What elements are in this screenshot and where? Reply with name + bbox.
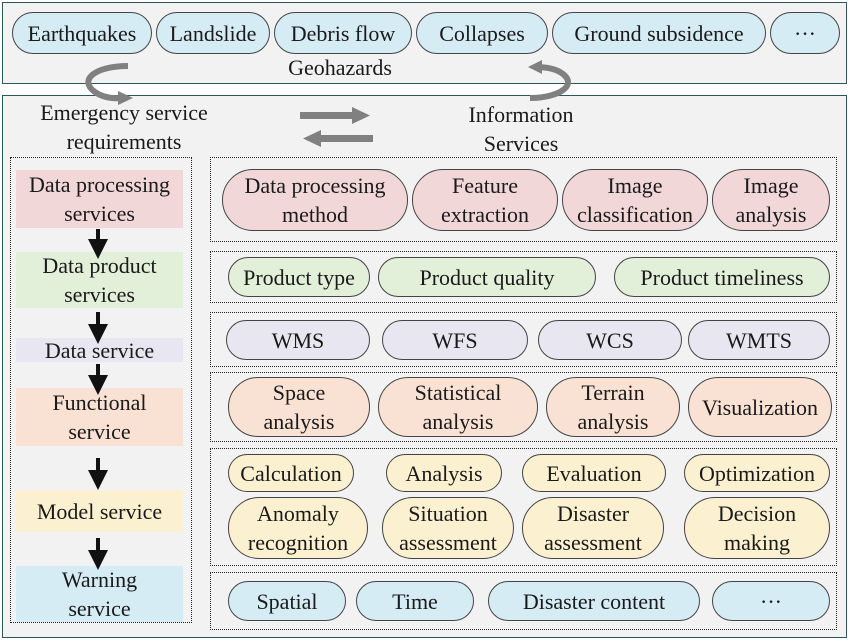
time: Time [356,581,474,621]
model-group [210,448,837,566]
product-timeliness: Product timeliness [614,257,830,297]
chain-warning-service: Warning service [16,566,183,622]
service-chain-box [10,157,192,623]
image-analysis: Image analysis [712,169,830,231]
product-quality: Product quality [378,257,596,297]
hazard-ground-subsidence: Ground subsidence [552,12,766,54]
geohazards-label: Geohazards [288,55,392,80]
visualization: Visualization [688,377,832,437]
product-type: Product type [228,257,370,297]
image-classification: Image classification [562,169,708,231]
right-arrow-head [352,107,370,124]
disaster-content: Disaster content [488,581,700,621]
processing-group [210,157,837,242]
wms: WMS [226,320,370,360]
analysis: Analysis [386,454,502,492]
data-service-group [210,312,837,367]
curved-arrow-left [85,63,129,102]
statistical-analysis: Statistical analysis [378,377,538,437]
curved-arrow-left-head [118,91,133,105]
anomaly-recognition: Anomaly recognition [228,497,368,559]
hazard-earthquakes: Earthquakes [12,12,152,54]
hazard-landslide: Landslide [156,12,270,54]
product-group [210,251,837,303]
evaluation: Evaluation [522,454,666,492]
requirements-label: Emergency service requirements [40,100,208,154]
calculation: Calculation [228,454,354,492]
wmts: WMTS [688,320,830,360]
warning-more: ··· [712,581,830,621]
hazard-collapses: Collapses [416,12,548,54]
chain-data-service: Data service [16,338,183,363]
optimization: Optimization [684,454,830,492]
situation-assessment: Situation assessment [382,497,514,559]
feature-extraction: Feature extraction [412,169,558,231]
left-arrow-shaft [318,135,373,142]
decision-making: Decision making [684,497,830,559]
chain-functional-service: Functional service [16,388,183,446]
functional-group [210,372,837,442]
terrain-analysis: Terrain analysis [546,377,680,437]
hazard-more: ··· [770,12,840,54]
warning-group [210,572,837,630]
wcs: WCS [538,320,682,360]
hazard-debris-flow: Debris flow [274,12,412,54]
information-services-label: Information Services [468,102,574,156]
chain-data-processing-services: Data processing services [16,170,183,228]
disaster-assessment: Disaster assessment [522,497,664,559]
space-analysis: Space analysis [228,377,370,437]
processing-method: Data processing method [222,169,408,231]
wfs: WFS [382,320,528,360]
left-arrow-head [303,130,321,147]
right-arrow-shaft [300,112,355,119]
curved-arrow-right [529,64,571,101]
curved-arrow-right-head [528,60,542,74]
chain-model-service: Model service [16,490,183,532]
spatial: Spatial [228,581,346,621]
